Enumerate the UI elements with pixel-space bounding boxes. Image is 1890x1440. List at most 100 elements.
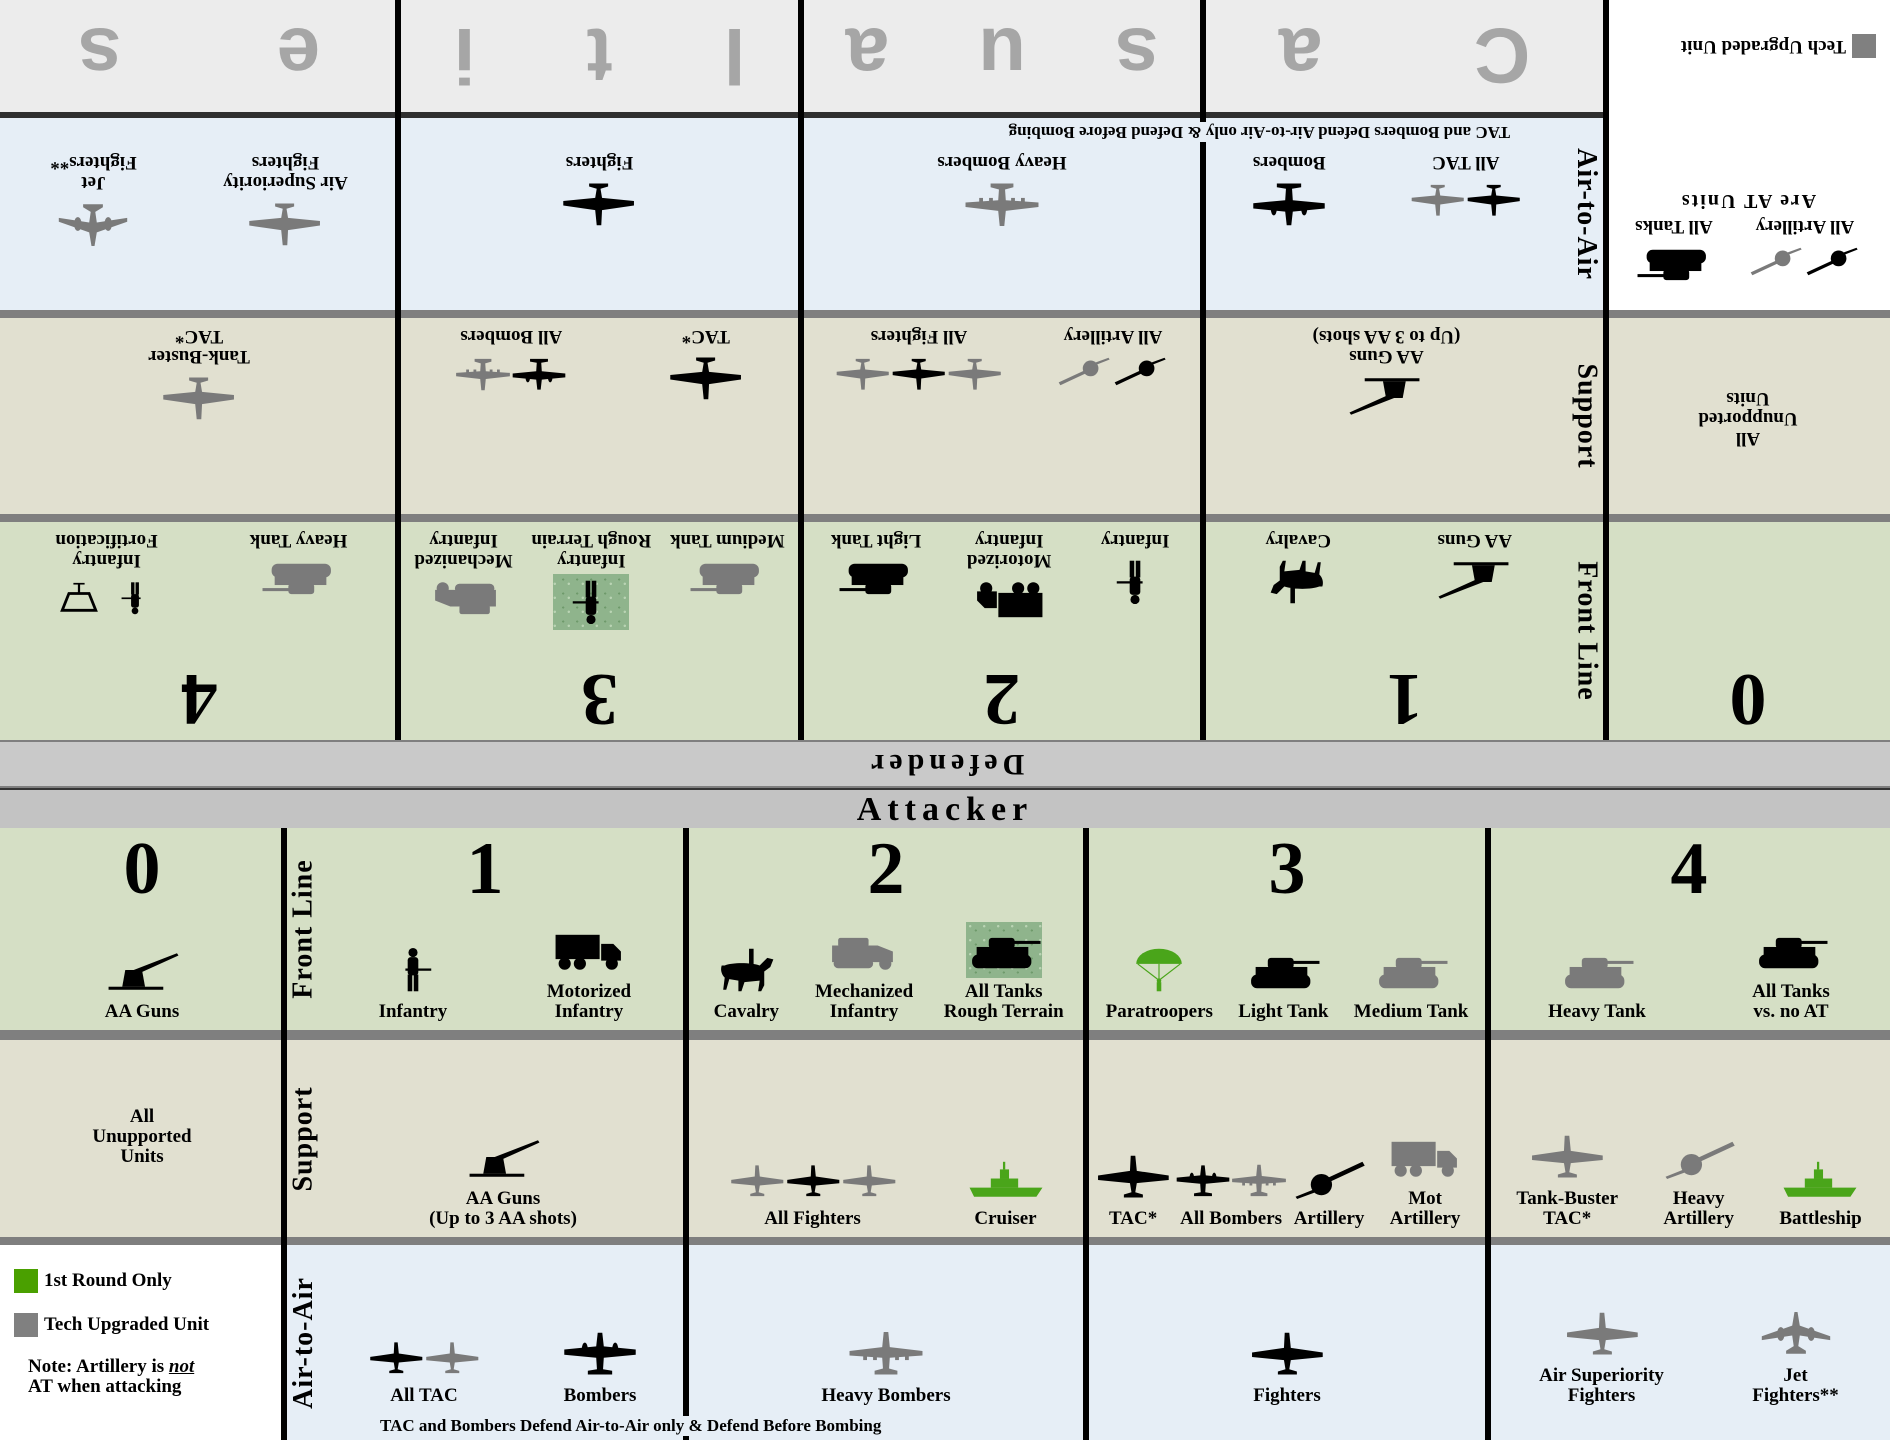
unit-fighters: Fighters <box>562 152 638 232</box>
plane-icon <box>161 370 237 426</box>
unit-icons <box>835 350 1003 398</box>
row-label-text: Front Line <box>288 859 320 999</box>
aagun-icon <box>465 1129 541 1185</box>
plane-icon <box>1564 1306 1640 1362</box>
unit-mot-artillery: Mot Artillery <box>1372 1129 1478 1229</box>
unit-label: Light Tank <box>1238 1001 1329 1022</box>
unit-label: All Bombers <box>460 326 563 347</box>
unit-icons <box>375 942 451 998</box>
artillery-icon <box>1057 350 1113 398</box>
casualty-number: 1 <box>466 828 504 910</box>
unit-label: TAC* <box>681 326 730 347</box>
attacker-cell-air-3: Fighters <box>1086 1245 1488 1440</box>
legend-item: Tech Upgraded Unit <box>14 1313 270 1337</box>
legend-swatch <box>14 1269 38 1293</box>
bomber-icon <box>1251 176 1327 232</box>
unit-air-superiority-fighters: Air Superiority Fighters <box>223 152 348 252</box>
row-label-support: Support <box>1566 318 1606 514</box>
casualties-letter: a <box>845 12 889 101</box>
support-units: All Unupported Units <box>1606 318 1890 514</box>
unit-infantry: Infantry <box>375 942 451 1022</box>
unit-battleship: Battleship <box>1779 1149 1862 1229</box>
bomber-icon <box>511 350 567 398</box>
unit-icons <box>1387 1129 1463 1185</box>
unit-air-superiority-fighters: Air Superiority Fighters <box>1539 1306 1664 1406</box>
unit-icons <box>689 554 765 610</box>
jet-icon <box>1758 1306 1834 1362</box>
casualties-letter: u <box>978 12 1026 101</box>
casualties-letter: t <box>586 12 613 101</box>
unit-label: Cavalry <box>713 1001 780 1022</box>
unit-label: All Tanks Rough Terrain <box>943 981 1064 1022</box>
row-label-front: Front Line <box>1566 522 1606 740</box>
unit-icons <box>1636 240 1712 296</box>
artillery-icon <box>1113 350 1169 398</box>
unit-all-fighters: All Fighters <box>835 326 1003 398</box>
unit-label: Infantry Rough Terrain <box>531 530 652 571</box>
air-units: Fighters <box>398 118 801 310</box>
column-divider <box>395 0 401 740</box>
attacker-title: Attacker <box>856 791 1034 828</box>
attacker-cell-air-2: Heavy Bombers <box>686 1245 1086 1440</box>
plane-icon <box>247 196 323 252</box>
tank-icon <box>1753 922 1829 978</box>
artillery-icon <box>1805 240 1861 288</box>
soldier-icon <box>375 942 451 998</box>
unit-label: Fighters <box>1253 1385 1321 1406</box>
row-label-text: Front Line <box>1570 561 1602 701</box>
air-units: Heavy Bombers <box>686 1245 1086 1440</box>
unit-label: All Tanks <box>1635 216 1713 237</box>
unit-icons <box>368 1334 480 1382</box>
plane-icon <box>1095 1149 1171 1205</box>
unit-bombers: Bombers <box>562 1326 638 1406</box>
row-label-support: Support <box>284 1040 324 1237</box>
unit-icons <box>1564 1306 1640 1362</box>
legend-swatch <box>1852 34 1876 58</box>
plane-icon <box>1249 1326 1325 1382</box>
unit-mechanized-infantry: Mechanized Infantry <box>815 922 913 1022</box>
attacker-cell-support-1: AA Guns (Up to 3 AA shots)Support <box>284 1040 686 1237</box>
row-label-text: Air-to-Air <box>1570 148 1602 280</box>
unit-label: All Unupported Units <box>1698 388 1798 449</box>
unit-label: All Fighters <box>764 1208 861 1229</box>
casualty-number: 3 <box>1268 828 1306 910</box>
defender-cell-air-2: Heavy Bombers <box>801 118 1203 310</box>
column-divider <box>1603 0 1609 740</box>
unit-icons <box>1291 1149 1367 1205</box>
defender-banner: Defender <box>0 742 1890 786</box>
plane-icon <box>1529 1129 1605 1185</box>
unit-label: Light Tank <box>830 530 922 551</box>
support-units: AA Guns (Up to 3 AA shots) <box>1203 318 1606 514</box>
unit-icons <box>1260 554 1336 610</box>
unit-label: Air Superiority Fighters <box>1539 1365 1664 1406</box>
unit-icons <box>838 554 914 610</box>
unit-all-tac: All TAC <box>1410 152 1522 224</box>
unit-label: Tank-Buster TAC* <box>1516 1188 1619 1229</box>
unit-icons <box>51 574 163 622</box>
unit-label: Bombers <box>1252 152 1326 173</box>
tank-icon <box>838 554 914 610</box>
unit-all-artillery: All Artillery <box>1749 216 1861 288</box>
unit-label: Heavy Artillery <box>1663 1188 1735 1229</box>
row-label-text: Air-to-Air <box>288 1276 320 1409</box>
plane-icon <box>785 1157 841 1205</box>
unit-bombers: Bombers <box>1251 152 1327 232</box>
unit-icons <box>1251 176 1327 232</box>
unit-icons <box>1097 554 1173 610</box>
soldier-icon <box>107 574 163 622</box>
casualties-letter: C <box>1473 12 1531 101</box>
unit-all-tanks-rough-terrain: All Tanks Rough Terrain <box>944 922 1064 1022</box>
unit-icons <box>1175 1157 1287 1205</box>
unit-tank-buster-tac: Tank-Buster TAC* <box>1516 1129 1618 1229</box>
front-units <box>1606 522 1890 660</box>
note-emphasis: not <box>168 1356 195 1377</box>
